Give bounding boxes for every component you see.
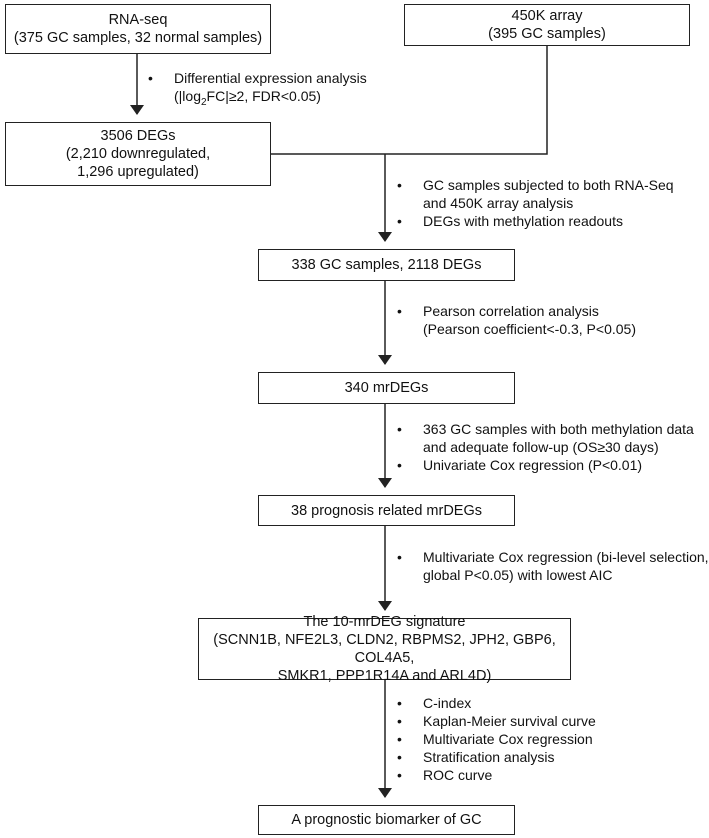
step3-line1: Pearson correlation analysis [423, 303, 599, 319]
step2-notes: • GC samples subjected to both RNA-Seq a… [397, 176, 674, 230]
step5-line2: global P<0.05) with lowest AIC [423, 567, 613, 583]
prognosis-box: 38 prognosis related mrDEGs [258, 495, 515, 526]
mrdegs-box: 340 mrDEGs [258, 372, 515, 404]
step2-item1-line2: and 450K array analysis [423, 195, 574, 211]
step5-item: • Multivariate Cox regression (bi-level … [397, 548, 709, 584]
step4-notes: • 363 GC samples with both methylation d… [397, 420, 694, 474]
bullet: • [397, 749, 402, 765]
step2-item1-line1: GC samples subjected to both RNA-Seq [423, 177, 674, 193]
samples-label: 338 GC samples, 2118 DEGs [291, 257, 482, 273]
step6-item-text: C-index [423, 695, 472, 711]
rnaseq-box: RNA-seq (375 GC samples, 32 normal sampl… [5, 4, 271, 54]
step6-item-kaplan-meier: • Kaplan-Meier survival curve [397, 712, 596, 730]
step3-item: • Pearson correlation analysis (Pearson … [397, 302, 636, 338]
step6-item-roc: • ROC curve [397, 766, 596, 784]
bullet: • [397, 549, 402, 565]
bullet: • [397, 713, 402, 729]
bullet: • [148, 70, 153, 86]
degs-box: 3506 DEGs (2,210 downregulated, 1,296 up… [5, 122, 271, 186]
step6-item-text: Multivariate Cox regression [423, 731, 593, 747]
step1-line1: Differential expression analysis [174, 70, 367, 86]
signature-box: The 10-mrDEG signature (SCNN1B, NFE2L3, … [198, 614, 571, 684]
signature-title: The 10-mrDEG signature [303, 614, 466, 630]
mrdegs-label: 340 mrDEGs [344, 380, 429, 396]
step6-item-text: Stratification analysis [423, 749, 555, 765]
signature-genes-line1: (SCNN1B, NFE2L3, CLDN2, RBPMS2, JPH2, GB… [213, 632, 556, 666]
step1-line2-prefix: (|log [174, 88, 201, 104]
prognosis-label: 38 prognosis related mrDEGs [291, 502, 482, 519]
samples-box: 338 GC samples, 2118 DEGs [258, 249, 515, 281]
step6-item-stratification: • Stratification analysis [397, 748, 596, 766]
degs-downregulated: (2,210 downregulated, [65, 146, 211, 162]
step1-line2-suffix: FC|≥2, FDR<0.05) [206, 88, 321, 104]
degs-upregulated: 1,296 upregulated) [77, 164, 199, 180]
bullet: • [397, 767, 402, 783]
rnaseq-title: RNA-seq [108, 12, 168, 28]
rnaseq-samples: (375 GC samples, 32 normal samples) [13, 30, 263, 46]
step4-item1-line1: 363 GC samples with both methylation dat… [423, 421, 694, 437]
bullet: • [397, 421, 402, 437]
step6-item-multivariate-cox: • Multivariate Cox regression [397, 730, 596, 748]
bullet: • [397, 177, 402, 193]
step3-notes: • Pearson correlation analysis (Pearson … [397, 302, 636, 338]
degs-count: 3506 DEGs [100, 128, 176, 144]
step6-notes: • C-index • Kaplan-Meier survival curve … [397, 694, 596, 784]
step6-item-text: ROC curve [423, 767, 493, 783]
step4-item2-text: Univariate Cox regression (P<0.01) [423, 457, 643, 473]
step1-line2: (|log2FC|≥2, FDR<0.05) [174, 87, 367, 112]
bullet: • [397, 457, 402, 473]
step5-notes: • Multivariate Cox regression (bi-level … [397, 548, 709, 584]
array450k-box: 450K array (395 GC samples) [404, 4, 690, 46]
step2-item2-text: DEGs with methylation readouts [423, 213, 623, 229]
step2-item2: • DEGs with methylation readouts [397, 212, 674, 230]
step4-item1-line2: and adequate follow-up (OS≥30 days) [423, 439, 659, 455]
biomarker-box: A prognostic biomarker of GC [258, 805, 515, 835]
step4-item1: • 363 GC samples with both methylation d… [397, 420, 694, 456]
biomarker-label: A prognostic biomarker of GC [291, 812, 482, 828]
array450k-samples: (395 GC samples) [488, 26, 606, 42]
bullet: • [397, 213, 402, 229]
step6-item-text: Kaplan-Meier survival curve [423, 713, 596, 729]
step5-line1: Multivariate Cox regression (bi-level se… [423, 549, 709, 565]
step1-line2-subscript: 2 [200, 96, 207, 108]
bullet: • [397, 731, 402, 747]
step3-line2: (Pearson coefficient<-0.3, P<0.05) [423, 321, 636, 337]
step1-item: • Differential expression analysis (|log… [148, 69, 367, 112]
step2-item1: • GC samples subjected to both RNA-Seq a… [397, 176, 674, 212]
signature-genes-line2: SMKR1, PPP1R14A and ARL4D) [277, 668, 492, 684]
step6-item-c-index: • C-index [397, 694, 596, 712]
array450k-title: 450K array [511, 8, 583, 24]
connector-450k-to-merge [271, 46, 548, 155]
bullet: • [397, 695, 402, 711]
step1-notes: • Differential expression analysis (|log… [148, 69, 367, 112]
step4-item2: • Univariate Cox regression (P<0.01) [397, 456, 694, 474]
bullet: • [397, 303, 402, 319]
